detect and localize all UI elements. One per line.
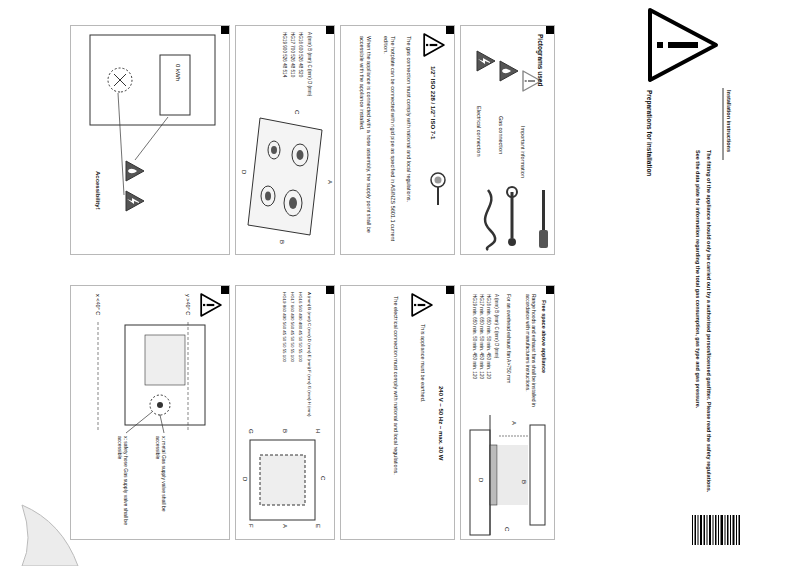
panel-text: HG19 900 526 48 514 xyxy=(282,32,288,117)
clearance-panel: Free space above applianceRange hoods an… xyxy=(460,285,555,540)
accessibility-panel: 0 kWhAccessibility! xyxy=(70,25,230,255)
dimension-letter: C xyxy=(319,476,326,480)
dimension-letter: A xyxy=(510,421,517,425)
gas-panel: 1/2" ISO 228 / 1/2" ISO 7-1 The gas conne… xyxy=(340,25,455,255)
panel-text: Range hoods and exhaust fans shall be in… xyxy=(525,294,537,416)
panel-text: HG16 560 490 480 45 50 50 55 100 xyxy=(298,292,303,432)
panel-text: The electrical connection must comply wi… xyxy=(392,296,399,526)
panel-text: x: safety hose Gas supply valve shall be… xyxy=(117,436,129,531)
section-heading: Preparations for installation xyxy=(645,90,653,176)
warning-text: See the data plate for information regar… xyxy=(694,150,701,408)
dimension-letter: C xyxy=(293,110,300,114)
panel-text: 240 V ~ 50 Hz ~ max. 30 W xyxy=(437,386,444,460)
panel-text: This appliance must be earthed. xyxy=(419,324,426,504)
cutout-panel: A (mm) B (mm) C (mm) D (mm) E (mm) F (mm… xyxy=(235,285,335,540)
panel-text: HG16 600 526 48 520 xyxy=(298,32,304,117)
dimension-letter: F xyxy=(247,524,254,528)
panel-text: Free space above appliance xyxy=(540,300,547,420)
panel-text: Electrical connection xyxy=(475,106,482,156)
dimension-letter: B xyxy=(520,480,527,484)
dimension-letter: C xyxy=(503,527,510,531)
dimension-letter: E xyxy=(314,524,321,528)
panel-text: 1/2" ISO 228 / 1/2" ISO 7-1 xyxy=(429,66,436,139)
dimension-letter: G xyxy=(247,429,254,434)
panel-text: HG16 min. 650 min. 50 min. 450 min. 120 xyxy=(486,294,492,424)
dimension-letter: H xyxy=(314,429,321,433)
panel-text: For an overhead exhaust fan A>750 mm xyxy=(506,294,512,422)
pictogram-panel: Pictograms usedImportant information Gas … xyxy=(460,25,555,255)
gas-valve-panel: y >40° C x <40° C x: metal Gas supply valv… xyxy=(70,285,230,540)
panel-text: HG17 700 526 48 510 xyxy=(290,32,296,117)
dimension-letter: D xyxy=(240,170,247,174)
panel-text: HG19 860 490 560 45 50 50 55 100 xyxy=(282,292,287,432)
hob-size-panel: A (mm) B (mm) C (mm) D (mm)HG16 600 526 … xyxy=(235,25,335,255)
electrical-panel: 240 V ~ 50 Hz ~ max. 30 W This appliance … xyxy=(340,285,455,540)
dimension-letter: D xyxy=(241,477,248,481)
panel-text: When the appliance is connected with a h… xyxy=(359,36,372,246)
dimension-letter: D xyxy=(477,478,484,482)
panel-text: y >40° C xyxy=(184,294,191,315)
panel-text: HG19 min. 650 min. 50 min. 450 min. 120 xyxy=(472,294,478,424)
panel-text: Accessibility! xyxy=(94,171,101,210)
dimension-letter: A xyxy=(326,180,333,184)
document-title: Installation instructions xyxy=(725,90,732,152)
panel-text: A (mm) B (mm) C (mm) D (mm) xyxy=(307,32,313,117)
warning-text: The fitting of the appliance should only… xyxy=(705,150,712,492)
panel-text: 0 kWh xyxy=(174,64,181,81)
panel-text: The hotplate can be connected with rigid… xyxy=(383,36,396,246)
dimension-letter: B xyxy=(281,429,288,433)
panel-text: A (mm) B (mm) C (mm) D (mm) xyxy=(494,294,500,424)
panel-text: HG17 min. 650 min. 50 min. 450 min. 120 xyxy=(479,294,485,424)
panel-text: Gas connection xyxy=(497,116,504,154)
panel-text: Important information xyxy=(519,126,526,178)
panel-text: Pictograms used xyxy=(536,34,544,86)
panel-text: x <40° C xyxy=(94,294,101,315)
panel-text: A (mm) B (mm) C (mm) D (mm) E (mm) F (mm… xyxy=(307,292,312,432)
dimension-letter: B xyxy=(278,240,285,244)
dimension-letter: A xyxy=(281,524,288,528)
panel-text: The gas connection must comply with nati… xyxy=(405,36,412,246)
panel-text: HG17 660 490 560 45 50 50 55 100 xyxy=(290,292,295,432)
panel-text: x: metal Gas supply valve shall be acces… xyxy=(155,436,167,531)
